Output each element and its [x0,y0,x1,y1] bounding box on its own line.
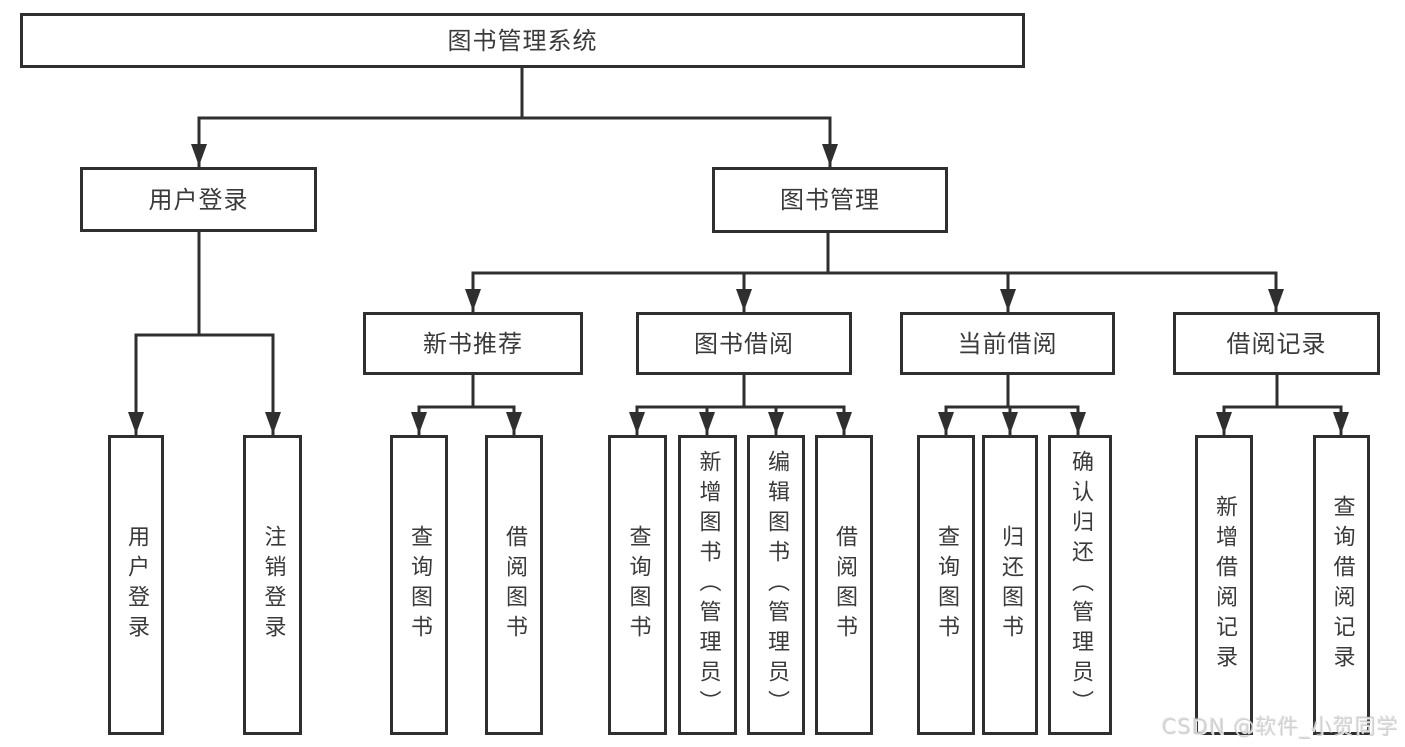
connector-root-to-level2 [191,66,838,168]
node-leaf-add-books-admin: 新增图书（管理员） [678,435,737,735]
node-leaf-confirm-return-admin: 确认归还（管理员） [1048,435,1112,735]
connector-user-login-children [128,230,281,436]
node-leaf-return-books: 归还图书 [982,435,1038,735]
node-leaf-edit-books-admin: 编辑图书（管理员） [747,435,805,735]
connector-cur-borrow-children [938,373,1086,436]
node-leaf-query-books: 查询图书 [917,435,975,735]
node-user-login: 用户登录 [80,167,317,232]
connector-new-rec-children [411,373,522,436]
node-library-management-system: 图书管理系统 [20,13,1025,68]
connector-book-borrow-children [629,373,852,436]
node-book-borrowing: 图书借阅 [636,312,852,375]
node-leaf-query-books: 查询图书 [608,435,667,735]
node-leaf-query-borrow-record: 查询借阅记录 [1313,435,1370,735]
connector-book-mgmt-children [465,231,1284,313]
node-leaf-add-borrow-record: 新增借阅记录 [1195,435,1253,735]
node-new-book-recommendation: 新书推荐 [363,312,583,375]
node-leaf-logout: 注销登录 [243,435,302,735]
connector-records-children [1216,373,1349,436]
csdn-watermark: CSDN @软件_小贺同学 [1161,715,1399,739]
node-current-borrowing: 当前借阅 [900,312,1115,375]
node-book-management: 图书管理 [712,167,948,233]
node-leaf-query-books: 查询图书 [390,435,448,735]
node-leaf-user-login: 用户登录 [108,435,164,735]
node-leaf-borrow-books: 借阅图书 [815,435,873,735]
node-leaf-borrow-books: 借阅图书 [485,435,543,735]
node-borrowing-records: 借阅记录 [1173,312,1380,375]
